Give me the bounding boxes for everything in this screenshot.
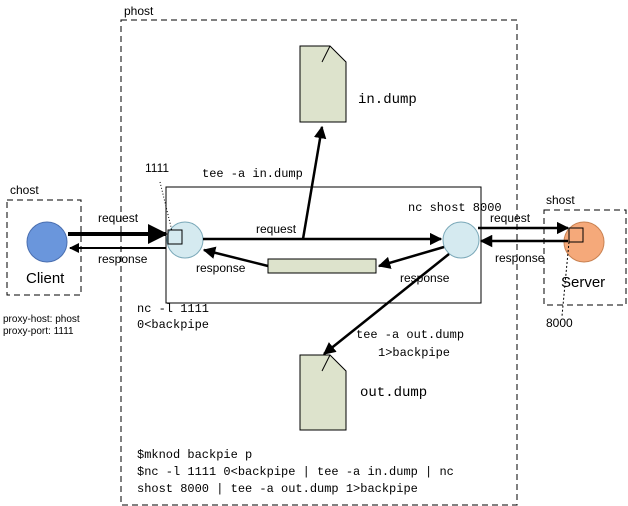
server-request-label: request [490,211,531,225]
port-8000-leader [561,241,570,317]
port-1111-leader [159,181,173,232]
out-dump-file [299,354,347,431]
in-dump-fold [321,45,331,63]
shost-box [543,209,627,306]
out-dump-label: out.dump [360,385,427,401]
port-1111-label: 1111 [145,161,169,175]
mid-response-left-label: response [196,261,246,275]
server-response-label: response [495,251,545,265]
client-response-label: response [98,252,148,266]
response-to-tee-arrow [377,245,445,269]
phost-label: phost [124,4,154,18]
nc-listen-label-1: nc -l 1111 [137,302,209,316]
client-node [26,221,68,263]
client-request-label: request [98,211,139,225]
nc-listen-port-square [167,229,183,245]
tee-in-arrow [301,125,327,240]
command-line-3: shost 8000 | tee -a out.dump 1>backpipe [137,482,418,496]
server-label: Server [561,274,605,291]
response-to-listen-arrow [202,246,269,268]
tee-in-label: tee -a in.dump [202,167,303,181]
shost-label: shost [546,193,575,207]
mid-response-right-label: response [400,271,450,285]
command-line-2: $nc -l 1111 0<backpipe | tee -a in.dump … [137,465,454,479]
proxy-port-label: proxy-port: 1111 [3,326,74,337]
in-dump-label: in.dump [358,92,417,108]
nc-listen-node [166,221,204,259]
client-label: Client [26,270,65,287]
tee-out-bar [267,258,377,274]
nc-shost-label: nc shost 8000 [408,201,502,215]
mid-request-label: request [256,222,297,236]
tee-out-label-1: tee -a out.dump [356,328,464,342]
chost-label: chost [10,183,39,197]
out-dump-fold [321,354,331,372]
nc-listen-label-2: 0<backpipe [137,318,209,332]
nc-shost-node [442,221,480,259]
port-8000-label: 8000 [546,316,573,330]
server-port-square [568,227,584,243]
tee-out-arrow [323,253,450,355]
command-line-1: $mknod backpie p [137,448,252,462]
tee-out-label-2: 1>backpipe [378,346,450,360]
in-dump-file [299,45,347,123]
proxy-host-label: proxy-host: phost [3,314,80,325]
